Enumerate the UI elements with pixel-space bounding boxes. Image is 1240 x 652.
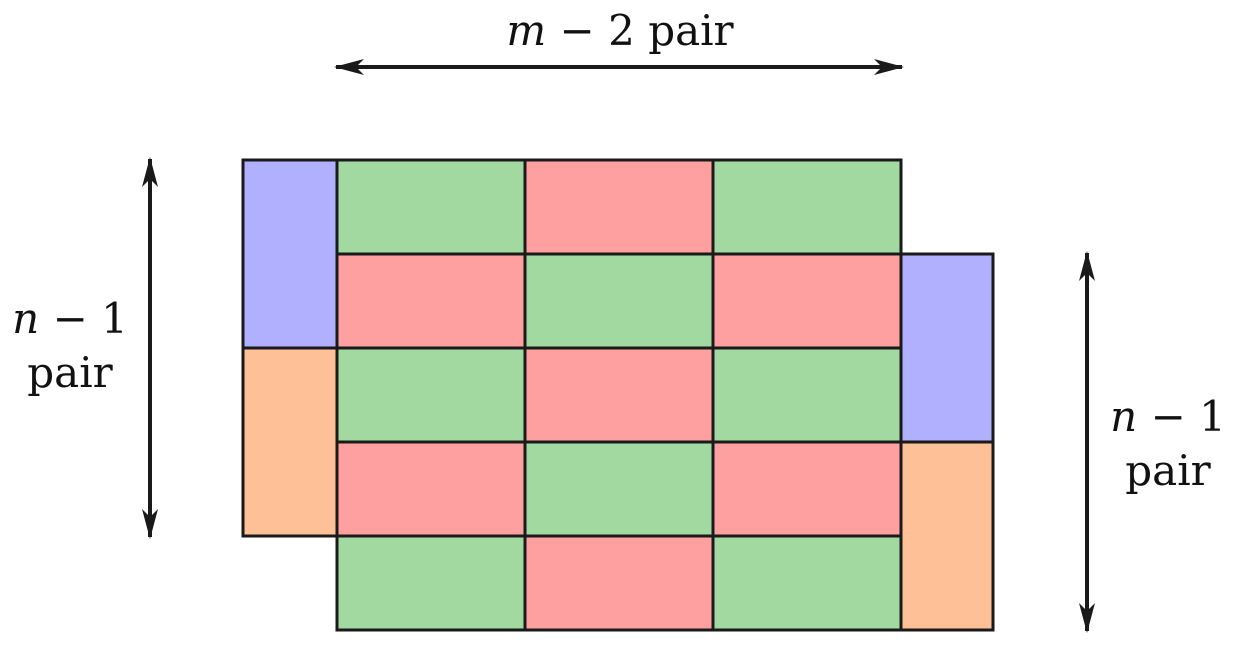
left-orange-tile (241, 346, 339, 538)
left-label-var: n (12, 294, 40, 343)
tile-r2-c3 (711, 252, 903, 350)
left-label-num: 1 (101, 294, 128, 343)
tile-r2-c2 (523, 252, 715, 350)
tile-r2-c1 (335, 252, 527, 350)
right-label-var: n (1110, 392, 1138, 441)
top-label-num: 2 (608, 6, 635, 55)
right-orange-tile (899, 440, 995, 632)
tile-r4-c2 (523, 440, 715, 538)
left-label-word: pair (27, 348, 113, 397)
left-label-expr: n − 1 (0, 292, 140, 346)
top-label-var: m (506, 6, 547, 55)
tile-r5-c1 (335, 534, 527, 632)
left-dimension-label: n − 1 pair (0, 292, 140, 400)
right-label-word: pair (1125, 446, 1211, 495)
tile-r3-c3 (711, 346, 903, 444)
tile-r5-c2 (523, 534, 715, 632)
right-label-num: 1 (1199, 392, 1226, 441)
right-label-expr: n − 1 (1098, 390, 1238, 444)
tile-r1-c3 (711, 158, 903, 256)
left-label-op: − (52, 294, 88, 343)
tile-r1-c2 (523, 158, 715, 256)
left-blue-tile (241, 158, 339, 350)
right-dimension-label: n − 1 pair (1098, 390, 1238, 498)
tile-r3-c2 (523, 346, 715, 444)
top-label-op: − (559, 6, 595, 55)
top-dimension-label: m − 2 pair (420, 10, 820, 52)
tile-r3-c1 (335, 346, 527, 444)
right-blue-tile (899, 252, 995, 444)
tile-r4-c3 (711, 440, 903, 538)
tile-r4-c1 (335, 440, 527, 538)
tile-r5-c3 (711, 534, 903, 632)
tile-r1-c1 (335, 158, 527, 256)
right-label-op: − (1150, 392, 1186, 441)
top-label-word: pair (648, 6, 734, 55)
